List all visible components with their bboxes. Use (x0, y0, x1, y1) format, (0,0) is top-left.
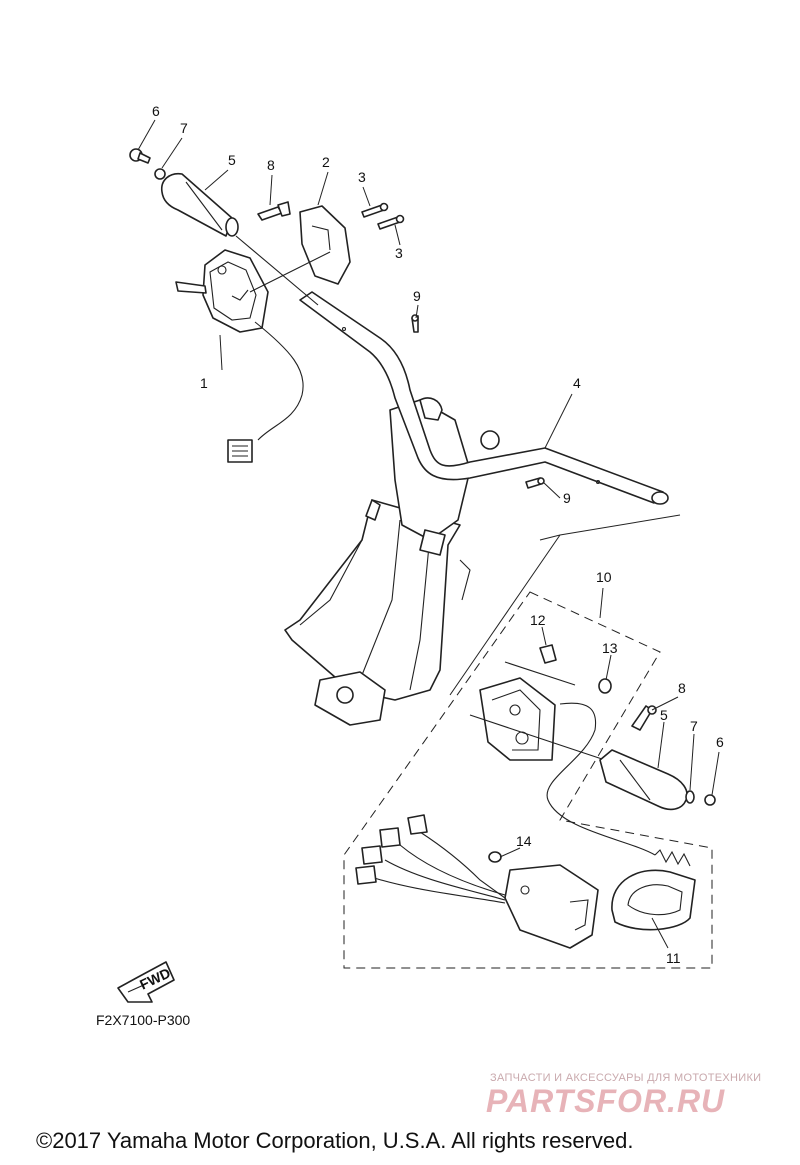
callout-13: 13 (602, 640, 618, 656)
callout-leaders (137, 119, 720, 949)
copyright-notice: ©2017 Yamaha Motor Corporation, U.S.A. A… (36, 1128, 634, 1153)
callout-7-right: 7 (690, 718, 698, 734)
callout-1: 1 (200, 375, 208, 391)
lever-bracket-assembly (469, 644, 691, 867)
callout-6-top: 6 (152, 103, 160, 119)
callout-11: 11 (666, 950, 681, 966)
callout-3-lower: 3 (395, 245, 403, 261)
callout-numbers: 6 7 5 8 2 3 3 1 9 4 9 10 12 13 8 5 7 6 1… (152, 103, 724, 966)
watermark-logo-text: PARTSFOR.RU (486, 1083, 725, 1118)
small-screws (361, 202, 545, 489)
callout-3-upper: 3 (358, 169, 366, 185)
assembly-10-outline (343, 514, 713, 969)
callout-5-top: 5 (228, 152, 236, 168)
callout-10: 10 (596, 569, 612, 585)
steering-column (284, 397, 500, 726)
left-switch-assembly (175, 249, 304, 463)
callout-14: 14 (516, 833, 532, 849)
switch-box-harness (355, 814, 599, 949)
callout-8-top: 8 (267, 157, 275, 173)
throttle-lever (611, 869, 696, 931)
fwd-arrow: FWD (117, 961, 175, 1003)
watermark-subtitle: ЗАПЧАСТИ И АКСЕССУАРЫ ДЛЯ МОТОТЕХНИКИ (490, 1072, 762, 1084)
watermark-logo: PARTSFOR.RU (486, 1083, 725, 1118)
right-switch-housing (249, 205, 351, 293)
callout-2: 2 (322, 154, 330, 170)
callout-7-top: 7 (180, 120, 188, 136)
callout-12: 12 (530, 612, 546, 628)
callout-4: 4 (573, 375, 581, 391)
drawing-code: F2X7100-P300 (96, 1012, 191, 1028)
handlebar (235, 235, 669, 505)
callout-9-lower: 9 (563, 490, 571, 506)
left-grip-hardware (129, 148, 291, 237)
callout-8-right: 8 (678, 680, 686, 696)
callout-5-right: 5 (660, 707, 668, 723)
callout-9-upper: 9 (413, 288, 421, 304)
callout-6-right: 6 (716, 734, 724, 750)
